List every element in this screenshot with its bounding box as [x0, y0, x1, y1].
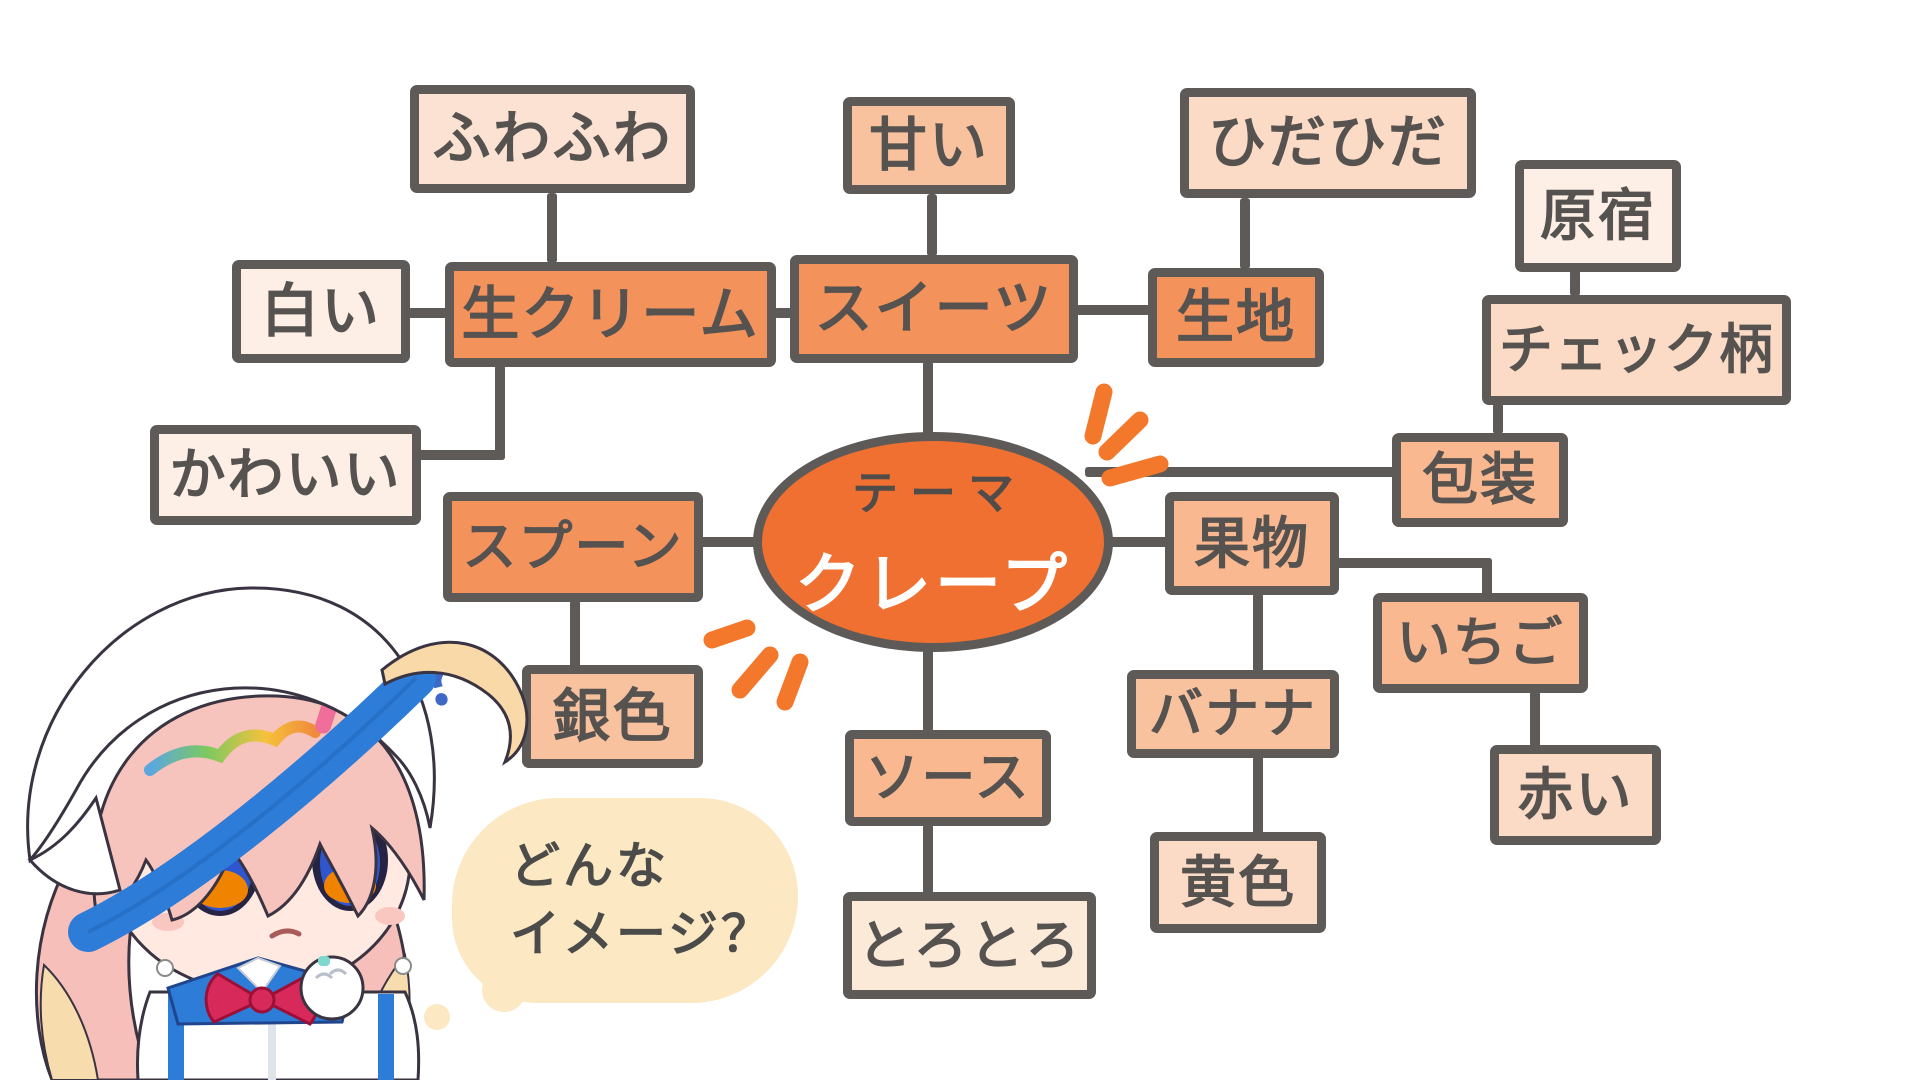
node-sweets: スイーツ — [790, 255, 1078, 363]
connector-namacream-kawaii-h — [418, 450, 505, 460]
node-dough: 生地 — [1148, 268, 1324, 367]
node-check-pattern: チェック柄 — [1482, 295, 1791, 405]
spark-marks-bottom-left — [703, 619, 809, 711]
connector-fuwafuwa-namacream — [547, 193, 557, 263]
node-fruit: 果物 — [1165, 492, 1339, 595]
connector-banana-kiiro — [1253, 756, 1263, 834]
node-harajuku: 原宿 — [1515, 160, 1681, 272]
character-illustration — [26, 586, 529, 1080]
speech-bubble-tail-dot — [482, 968, 526, 1012]
node-banana: バナナ — [1127, 670, 1339, 758]
connector-kudamono-ichigo-h — [1336, 558, 1492, 568]
center-theme-node: テーマ クレープ — [753, 432, 1113, 652]
node-spoon: スプーン — [443, 492, 703, 602]
connector-ichigo-akai — [1530, 691, 1540, 747]
connector-spoon-giniro — [570, 600, 580, 668]
connector-namacream-sweets — [774, 308, 792, 318]
node-wrapping: 包装 — [1392, 433, 1568, 527]
theme-main-label: クレープ — [794, 547, 1072, 621]
node-pleats: ひだひだ — [1180, 88, 1476, 198]
speech-bubble-tail-dot-small — [424, 1004, 450, 1030]
node-fluffy: ふわふわ — [410, 85, 695, 193]
speech-bubble-line1: どんな — [510, 838, 669, 894]
connector-sweets-kiji — [1076, 305, 1150, 315]
speech-bubble-line2: イメージ？ — [510, 905, 774, 962]
connector-spoon-center — [700, 537, 758, 547]
node-strawberry: いちご — [1373, 593, 1588, 693]
connector-namacream-kawaii-v — [495, 365, 505, 460]
connector-harajuku-checkgara — [1570, 270, 1580, 296]
connector-sauce-torotoro — [923, 824, 933, 894]
node-whipped-cream: 生クリーム — [445, 262, 776, 367]
node-sauce: ソース — [845, 730, 1051, 826]
connector-center-sauce — [923, 648, 933, 732]
spark-marks-top-right — [1084, 383, 1169, 487]
connector-kudamono-banana — [1253, 593, 1263, 672]
node-cute: かわいい — [150, 425, 421, 525]
connector-center-kudamono — [1100, 537, 1168, 547]
connector-checkgara-housou — [1493, 403, 1503, 434]
node-white: 白い — [232, 260, 410, 363]
connector-kudamono-ichigo-v — [1482, 558, 1492, 596]
connector-shiroi-namacream — [408, 308, 448, 318]
connector-sweets-center — [923, 361, 933, 439]
connector-center-housou — [1085, 467, 1395, 477]
theme-tag-label: テーマ — [852, 467, 1026, 519]
node-red: 赤い — [1490, 745, 1661, 845]
node-yellow: 黄色 — [1150, 832, 1326, 933]
connector-amai-sweets — [927, 194, 937, 256]
node-sweet-taste: 甘い — [843, 97, 1015, 194]
connector-hidahida-kiji — [1240, 198, 1250, 269]
node-melty: とろとろ — [843, 892, 1096, 999]
